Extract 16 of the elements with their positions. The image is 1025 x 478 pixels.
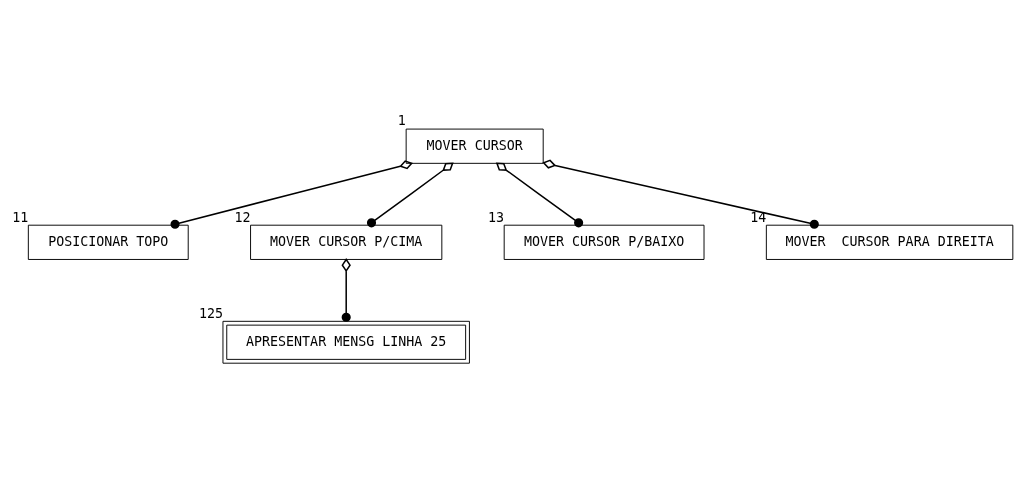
node-label: 12	[234, 209, 251, 225]
node-box: MOVER CURSOR PARA DIREITA	[765, 224, 1014, 260]
node-label: 1	[397, 113, 406, 129]
connector	[542, 159, 819, 229]
connector	[170, 160, 413, 229]
node-label: 125	[199, 305, 224, 321]
connector	[341, 258, 351, 322]
node-box: POSICIONAR TOPO	[27, 224, 189, 260]
node-label: 14	[750, 209, 767, 225]
node-box: MOVER CURSOR P/BAIXO	[503, 224, 705, 260]
node-label: 13	[488, 209, 505, 225]
connector	[366, 162, 454, 228]
node-box: MOVER CURSOR	[405, 128, 544, 164]
node-box: MOVER CURSOR P/CIMA	[250, 224, 443, 260]
node-label: 11	[12, 209, 29, 225]
connector	[495, 162, 584, 228]
